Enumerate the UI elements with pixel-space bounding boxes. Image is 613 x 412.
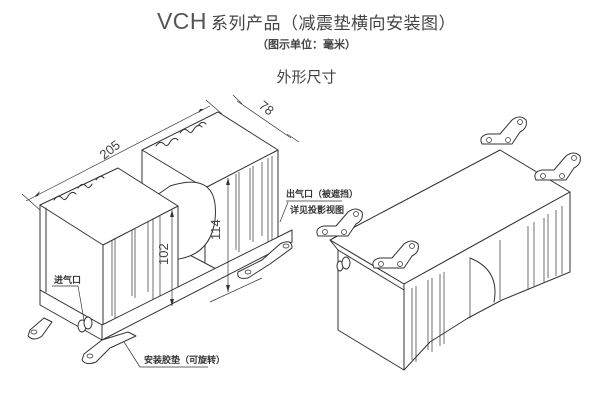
dimension-total-height-text: 114 (208, 219, 223, 240)
callout-inlet: 进气口 (52, 274, 85, 321)
mount-pad-front-left (27, 317, 53, 340)
dimension-body-height: 102 (156, 210, 174, 306)
title-text: 系列产品（减震垫横向安装图） (211, 14, 457, 34)
mount-pad-2 (372, 240, 419, 269)
right-housing (329, 149, 571, 371)
outlet-port (336, 256, 351, 272)
callout-outlet-text: 出气口（被遮挡） (286, 188, 358, 200)
model-name: VCH (156, 8, 208, 34)
inlet-port (77, 316, 93, 333)
callout-mount-pad-text: 安装胶垫（可旋转） (144, 354, 225, 366)
callout-inlet-text: 进气口 (54, 274, 81, 286)
section-title: 外形尺寸 (276, 68, 337, 86)
dimension-total-height: 114 (208, 178, 263, 303)
mount-pad-rear-right (237, 241, 293, 279)
callout-mount-pad: 安装胶垫（可旋转） (123, 341, 225, 368)
mount-pad-1 (316, 208, 363, 237)
callout-outlet: 出气口（被遮挡） 详见投影视图 (279, 188, 358, 223)
callout-outlet-note: 详见投影视图 (290, 204, 344, 216)
dimension-body-height-text: 102 (156, 243, 171, 265)
mount-pad-4 (534, 152, 581, 181)
mount-pad-3 (480, 116, 527, 145)
mount-pad-front-right (81, 331, 137, 365)
unit-note: （图示单位：毫米） (257, 38, 356, 51)
base-plate (39, 229, 293, 341)
